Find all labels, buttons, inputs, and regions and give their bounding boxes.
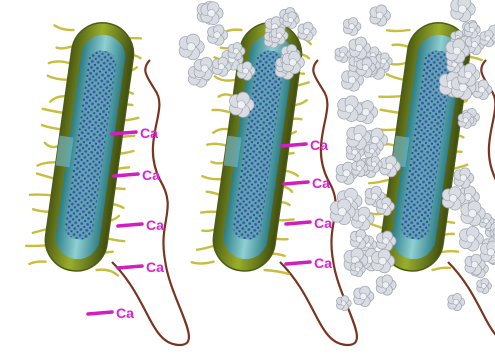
panel-bacterium-fimbriae: CaCaCaCaCa	[26, 19, 189, 345]
calcium-label: Ca	[314, 255, 332, 271]
calcite-crystal	[454, 168, 474, 188]
calcite-crystal	[354, 286, 374, 307]
calcite-crystal	[370, 5, 391, 26]
calcite-crystal	[480, 30, 495, 47]
calcium-label: Ca	[116, 305, 134, 321]
panel-bacterium-encrusted	[330, 0, 495, 345]
calcite-crystal	[480, 241, 495, 263]
calcite-crystal	[208, 25, 228, 45]
calcite-crystal	[451, 0, 476, 22]
calcite-crystal	[460, 227, 484, 251]
calcite-crystal	[201, 2, 223, 25]
calcite-crystal	[179, 34, 204, 60]
calcium-label: Ca	[146, 259, 164, 275]
calcium-label: Ca	[142, 167, 160, 183]
calcite-crystal	[448, 293, 465, 310]
calcite-crystal	[343, 17, 361, 35]
calcite-crystal	[376, 275, 396, 295]
calcium-label: Ca	[140, 125, 158, 141]
panel-bacterium-nucleation: CaCaCaCa	[179, 1, 357, 345]
calcium-label: Ca	[314, 215, 332, 231]
calcite-crystal	[335, 47, 351, 63]
calcite-crystal	[477, 278, 492, 293]
calcium-label: Ca	[146, 217, 164, 233]
calcite-crystal	[298, 22, 316, 41]
calcium-label: Ca	[310, 137, 328, 153]
calcium-label: Ca	[312, 175, 330, 191]
